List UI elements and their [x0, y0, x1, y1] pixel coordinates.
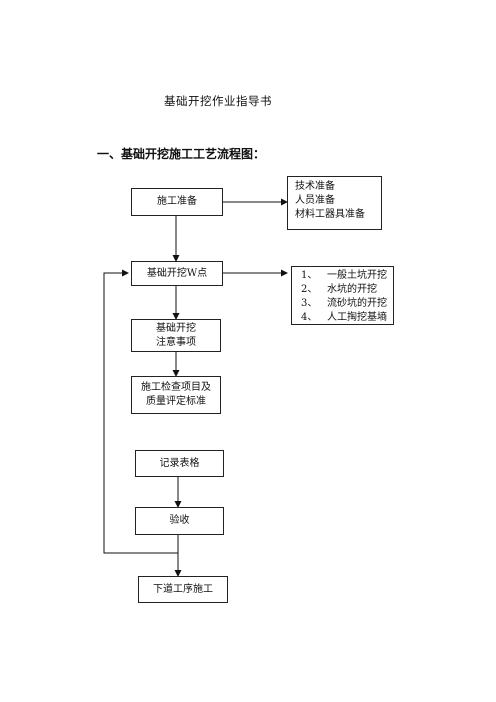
method-text: 人工掏挖基墒 — [327, 312, 387, 323]
step-label: 注意事项 — [156, 336, 196, 348]
prep-detail: 材料工器具准备 — [295, 209, 365, 220]
step-next-process: 下道工序施工 — [138, 576, 228, 603]
prep-details-box: 技术准备 人员准备 材料工器具准备 — [287, 176, 382, 230]
method-item: 1、 一般土坑开挖 — [301, 269, 393, 283]
step-acceptance: 验收 — [135, 507, 224, 535]
method-item: 4、 人工掏挖基墒 — [301, 311, 393, 325]
step-excavation-notes: 基础开挖 注意事项 — [131, 319, 221, 352]
step-construction-prep: 施工准备 — [131, 188, 223, 216]
method-num: 4、 — [301, 312, 318, 323]
step-label: 记录表格 — [159, 457, 200, 469]
method-text: 流砂坑的开挖 — [327, 298, 387, 309]
step-label: 下道工序施工 — [153, 583, 213, 595]
step-label: 基础开挖W点 — [146, 267, 208, 279]
prep-detail: 人员准备 — [295, 195, 335, 206]
method-item: 2、 水坑的开挖 — [301, 283, 393, 297]
method-num: 2、 — [301, 284, 318, 295]
step-label: 基础开挖 — [156, 322, 196, 334]
step-label: 验收 — [169, 515, 190, 526]
section-heading: 一、基础开挖施工工艺流程图： — [97, 147, 266, 161]
method-text: 水坑的开挖 — [327, 284, 377, 295]
step-label: 施工准备 — [157, 196, 197, 207]
step-label: 质量评定标准 — [146, 396, 206, 407]
method-item: 3、 流砂坑的开挖 — [301, 297, 393, 311]
method-num: 3、 — [301, 298, 318, 309]
feedback-loop — [103, 269, 178, 554]
step-excavation-points: 基础开挖W点 — [131, 261, 223, 286]
step-inspection-standards: 施工检查项目及 质量评定标准 — [131, 376, 221, 414]
method-num: 1、 — [301, 270, 318, 281]
method-text: 一般土坑开挖 — [327, 270, 387, 281]
step-record-forms: 记录表格 — [135, 450, 224, 477]
prep-detail: 技术准备 — [295, 181, 335, 192]
document-title: 基础开挖作业指导书 — [164, 94, 272, 108]
step-label: 施工检查项目及 — [141, 382, 211, 393]
excavation-methods-box: 1、 一般土坑开挖 2、 水坑的开挖 3、 流砂坑的开挖 4、 人工掏挖基墒 — [291, 266, 394, 325]
